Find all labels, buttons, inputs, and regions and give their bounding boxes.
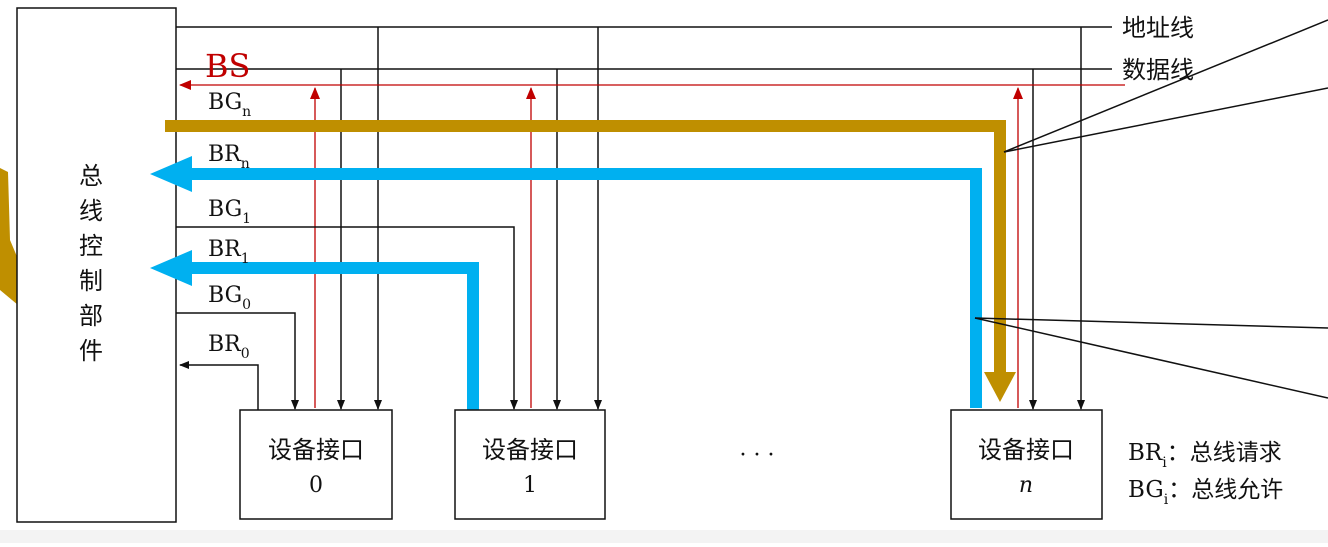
legend: BRi：总线请求 BGi：总线允许 [1128, 440, 1283, 508]
device-index: 1 [523, 473, 537, 498]
br-n-label: BRn [208, 142, 250, 172]
address-bus [176, 26, 1112, 410]
br-0-sub: 0 [241, 346, 250, 362]
br-n-arrowhead [150, 156, 192, 192]
bg-n-arrowhead [984, 372, 1016, 402]
device-box [950, 409, 1103, 520]
device-title: 设备接口 [482, 436, 578, 464]
controller-char: 总 [79, 162, 103, 190]
device-title: 设备接口 [268, 436, 364, 464]
legend-bg-sep: ： [1168, 477, 1191, 503]
br-n-base: BR [208, 142, 242, 167]
bg-n-grant-line [165, 120, 1006, 380]
controller-char: 部 [79, 302, 103, 330]
callout-lines [974, 19, 1328, 399]
br-0-line [179, 361, 259, 410]
legend-bg-sub: i [1164, 492, 1169, 508]
legend-br-text: 总线请求 [1190, 440, 1282, 466]
device-box [239, 409, 393, 520]
legend-bg: BGi：总线允许 [1128, 477, 1283, 508]
bg-n-label: BGn [208, 90, 251, 120]
br-1-base: BR [208, 237, 242, 262]
ellipsis: · · · [740, 443, 775, 468]
device-title: 设备接口 [978, 436, 1074, 464]
br-1-arrowhead [150, 250, 192, 286]
bg-n-base: BG [208, 90, 242, 115]
device-interface-0: 设备接口 0 [239, 409, 393, 520]
br-0-base: BR [208, 332, 242, 357]
address-bus-label: 地址线 [1122, 14, 1194, 42]
callout-line-lower-1 [974, 317, 1328, 329]
device-interface-1: 设备接口 1 [454, 409, 606, 520]
legend-bg-base: BG [1128, 477, 1164, 503]
legend-bg-text: 总线允许 [1191, 477, 1283, 503]
bg-0-base: BG [208, 283, 242, 308]
controller-char: 件 [79, 337, 103, 365]
bus-controller-box [16, 7, 177, 523]
bg-1-label: BG1 [208, 197, 251, 227]
callout-line-upper-1 [1003, 19, 1328, 153]
legend-br: BRi：总线请求 [1128, 440, 1282, 471]
bs-label: BS [205, 47, 250, 85]
controller-char: 线 [79, 197, 103, 225]
bg-1-sub: 1 [242, 211, 251, 227]
br-1-request-line [182, 262, 479, 410]
callout-line-lower-2 [974, 317, 1328, 399]
br-0-label: BR0 [208, 332, 250, 362]
bg-0-label: BG0 [208, 283, 251, 313]
device-index: 0 [309, 473, 323, 498]
legend-br-sep: ： [1167, 440, 1190, 466]
left-callout-shape [0, 168, 48, 330]
device-interface-n: 设备接口 n [950, 409, 1103, 520]
bg-1-base: BG [208, 197, 242, 222]
controller-char: 制 [79, 267, 103, 295]
bus-controller-label: 总 线 控 制 部 件 [79, 162, 103, 365]
bg-1-line [176, 226, 518, 410]
device-box [454, 409, 606, 520]
bg-0-sub: 0 [242, 297, 251, 313]
callout-line-upper-2 [1003, 87, 1328, 153]
device-index: n [1019, 473, 1033, 498]
legend-br-sub: i [1162, 455, 1167, 471]
bg-0-line [176, 312, 299, 410]
bg-n-sub: n [242, 104, 251, 120]
br-1-label: BR1 [208, 237, 250, 267]
br-n-request-line [182, 168, 982, 408]
legend-br-base: BR [1128, 440, 1163, 466]
br-n-sub: n [241, 156, 250, 172]
bs-line [179, 80, 1125, 408]
br-1-sub: 1 [241, 251, 250, 267]
controller-char: 控 [79, 232, 103, 260]
